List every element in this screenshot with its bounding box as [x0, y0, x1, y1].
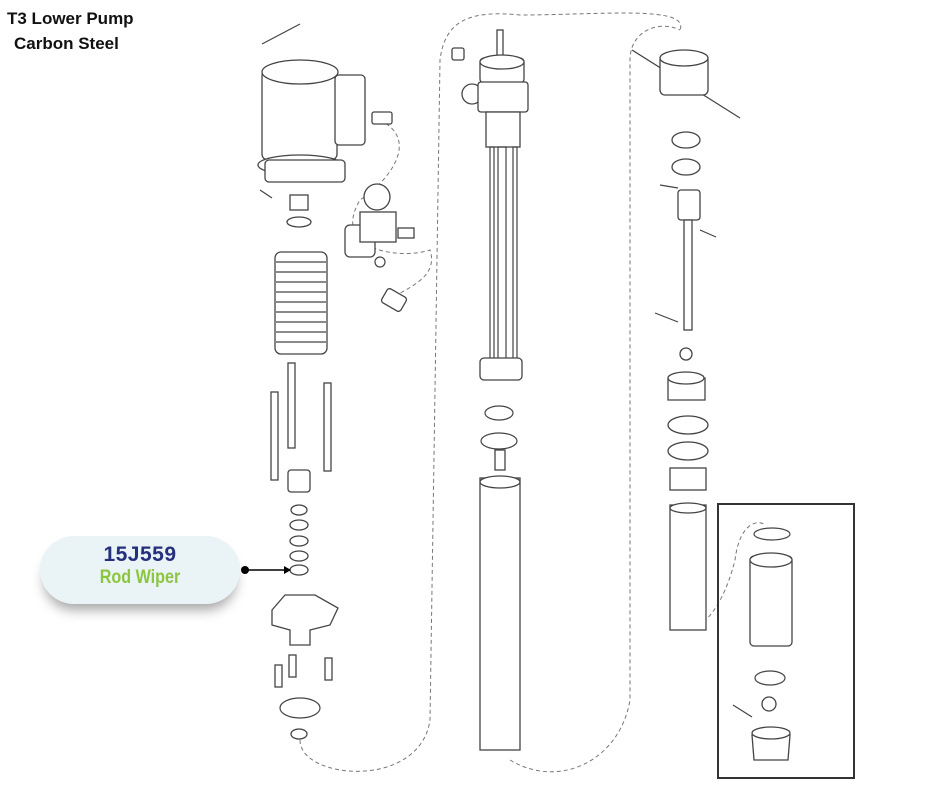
tie-rods [270, 362, 332, 481]
rod-wiper-part [289, 564, 309, 576]
diagram-title: T3 Lower Pump [7, 9, 134, 28]
displacement-pump [451, 29, 529, 751]
assembly-path [299, 12, 682, 772]
kit-box [717, 503, 855, 779]
part-number: 15J559 [103, 543, 177, 566]
intake-valve-assembly [631, 49, 741, 631]
part-name: Rod Wiper [99, 567, 181, 588]
assembly-path [509, 25, 681, 773]
packing-stack [287, 469, 311, 576]
outlet-housing [271, 594, 339, 740]
part-callout: 15J559 Rod Wiper [40, 536, 240, 604]
pressure-gauge-assembly [344, 183, 415, 312]
motor-assembly [257, 23, 393, 228]
assembly-path [352, 119, 433, 301]
boxed-kit-parts [732, 527, 793, 761]
spring [274, 251, 328, 355]
diagram-subtitle: Carbon Steel [14, 34, 119, 53]
